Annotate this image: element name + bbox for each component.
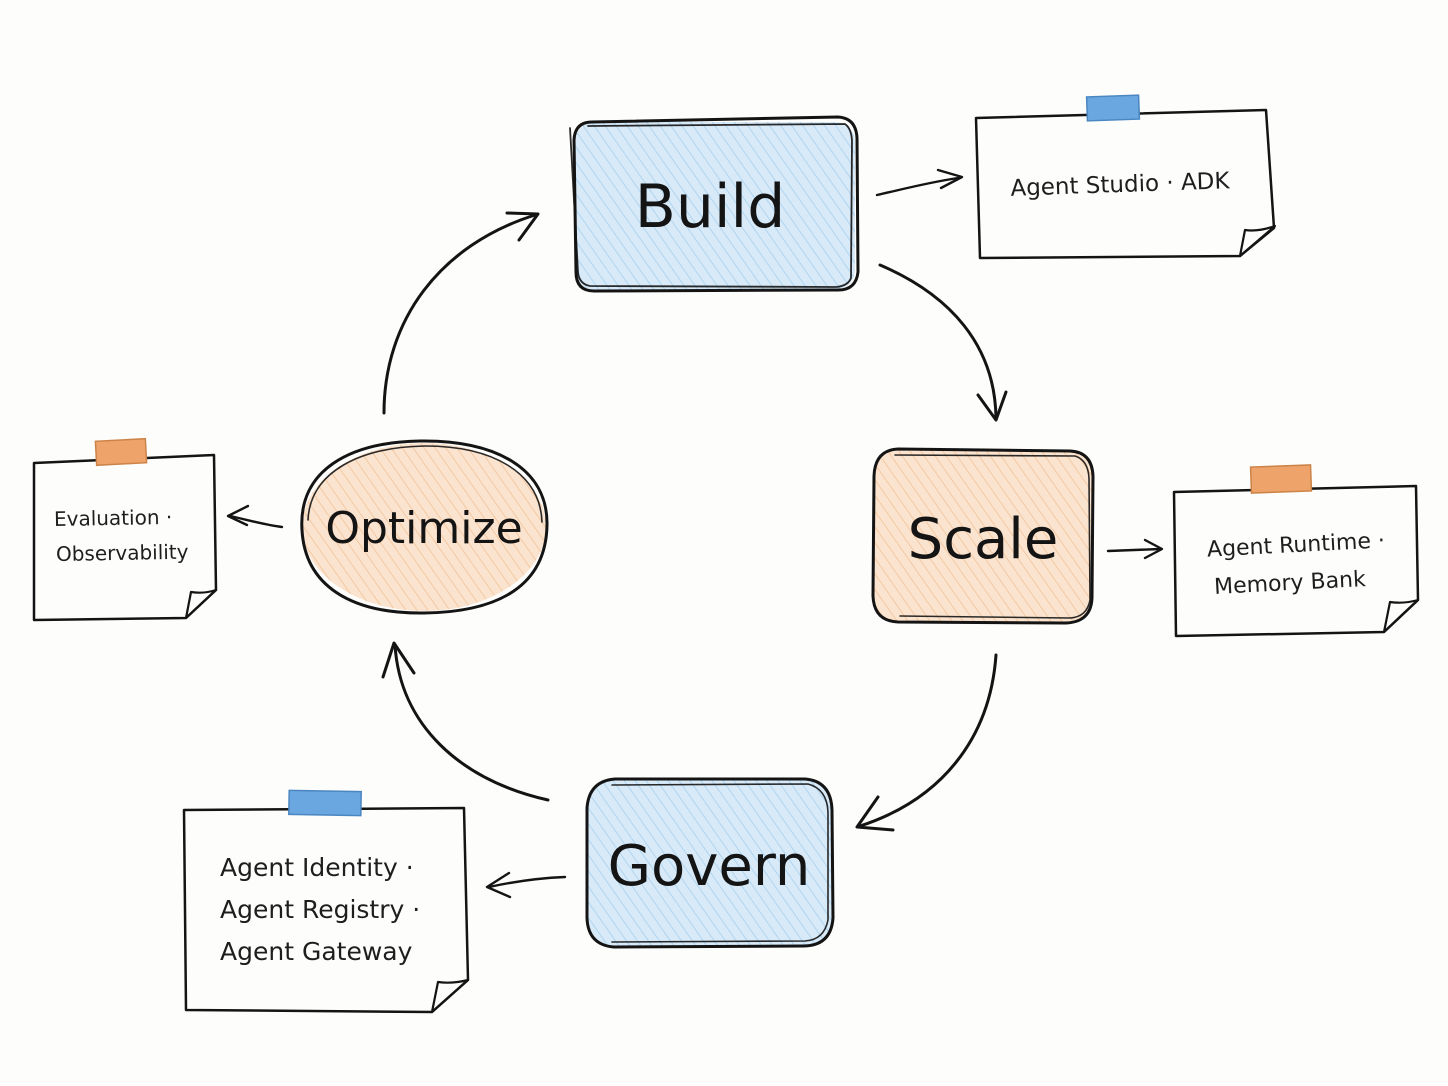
note-optimize-line1: Evaluation · (54, 505, 173, 531)
arrow-govern-to-note (487, 875, 567, 889)
arrow-optimize-to-build-head (505, 211, 540, 242)
note-govern-tape (288, 789, 362, 817)
note-govern-line3: Agent Gateway (220, 937, 413, 966)
arrow-build-to-note (875, 176, 960, 197)
arrow-scale-to-govern (858, 653, 998, 828)
stage-optimize: Optimize (300, 439, 549, 615)
arrow-scale-to-note (1106, 547, 1162, 553)
arrow-build-to-note-head (936, 168, 964, 190)
note-optimize-line2: Observability (56, 540, 189, 566)
note-govern-line2: Agent Registry · (220, 895, 420, 924)
arrow-scale-to-note-head (1143, 538, 1164, 560)
stage-optimize-label: Optimize (325, 503, 522, 554)
note-govern-line1: Agent Identity · (220, 853, 414, 882)
arrow-govern-to-optimize (393, 643, 550, 802)
stage-scale: Scale (871, 447, 1095, 625)
note-scale-tape (1249, 464, 1313, 494)
note-connectors (226, 168, 1164, 899)
stage-scale-label: Scale (908, 507, 1059, 572)
arrow-optimize-to-note (228, 514, 284, 529)
stage-govern: Govern (585, 777, 835, 949)
stage-build: Build (569, 115, 860, 293)
stage-build-label: Build (635, 172, 786, 242)
arrow-optimize-to-build (382, 213, 537, 415)
note-optimize: Evaluation · Observability (32, 437, 218, 622)
note-scale-line2: Memory Bank (1214, 567, 1367, 600)
arrow-build-to-scale-head (976, 390, 1008, 422)
stage-govern-label: Govern (608, 834, 811, 899)
arrow-scale-to-govern-head (855, 795, 895, 832)
arrow-govern-to-note-head (485, 871, 512, 899)
note-build: Agent Studio · ADK (974, 94, 1277, 260)
cycle-arrows (381, 211, 1008, 832)
arrow-govern-to-optimize-head (381, 641, 416, 679)
arrow-build-to-scale (878, 263, 998, 420)
note-build-line1: Agent Studio · ADK (1010, 168, 1231, 202)
note-scale-line1: Agent Runtime · (1206, 528, 1385, 562)
note-build-tape (1085, 94, 1141, 122)
note-scale: Agent Runtime · Memory Bank (1172, 464, 1420, 638)
note-govern: Agent Identity · Agent Registry · Agent … (182, 789, 470, 1014)
note-optimize-tape (94, 437, 148, 467)
arrow-optimize-to-note-head (226, 504, 250, 527)
